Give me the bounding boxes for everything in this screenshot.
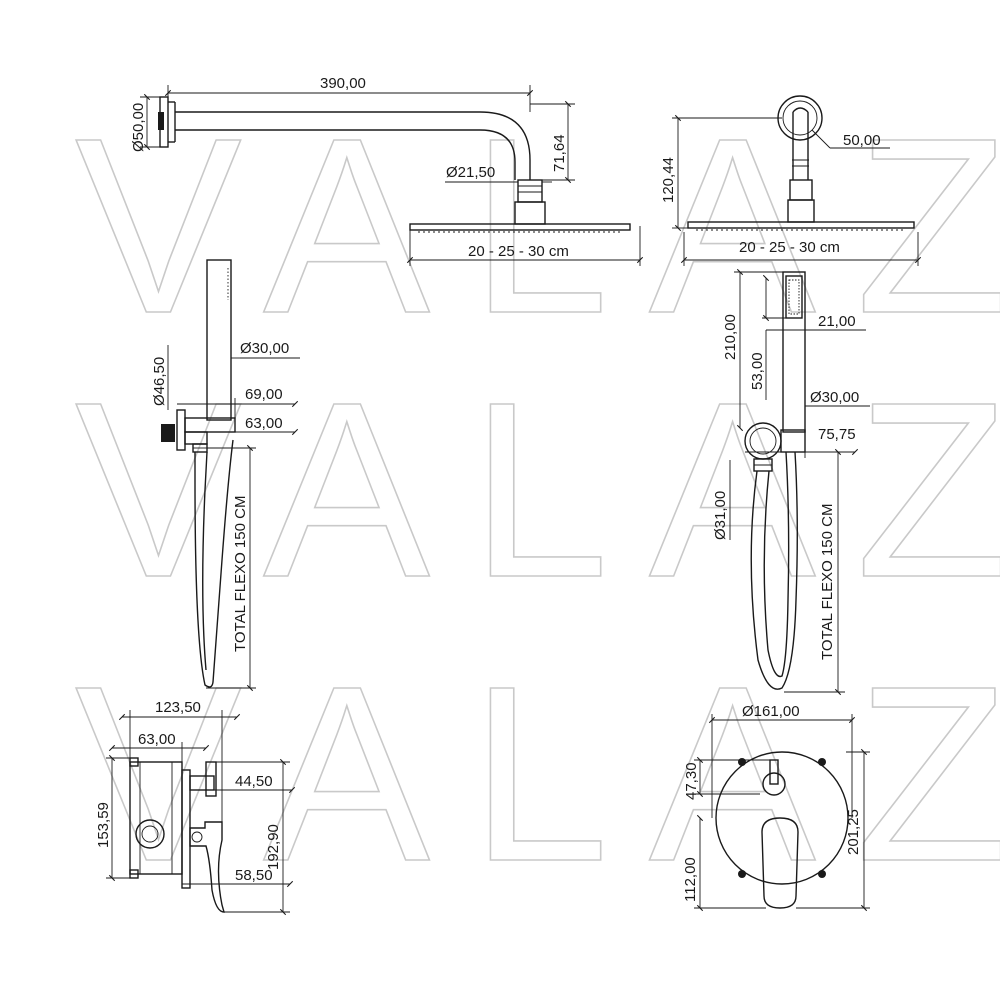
shower-arm — [175, 111, 531, 180]
mixer-lever — [189, 821, 225, 913]
diverter-projection-label: 44,50 — [235, 773, 273, 790]
lever-projection-label: 58,50 — [235, 867, 273, 884]
watermark-row-1: VALAZ — [75, 86, 1000, 365]
mixer-lever-front — [761, 817, 799, 909]
total-depth-label: 123,50 — [155, 699, 201, 716]
hose-length-label-side: TOTAL FLEXO 150 CM — [232, 496, 249, 652]
head-size-label-side: 20 - 25 - 30 cm — [468, 243, 569, 260]
hand-shower-side-view: Ø30,00 Ø46,50 69,00 63,00 TOTAL FLEXO 15… — [151, 259, 300, 692]
hand-shower-handle — [206, 259, 232, 421]
head-size-label-front: 20 - 25 - 30 cm — [739, 239, 840, 256]
plate-diameter-label: Ø161,00 — [742, 703, 800, 720]
bracket-width-label: 75,75 — [818, 426, 856, 443]
flange-diameter-label: Ø50,00 — [130, 103, 147, 152]
handle-diameter-label: Ø30,00 — [240, 340, 289, 357]
valve-side-view: 123,50 63,00 153,59 44,50 192,90 58,50 — [95, 699, 296, 916]
flange-label-front: 50,00 — [843, 132, 881, 149]
projection-2-label: 63,00 — [245, 415, 283, 432]
lower-offset-label: 112,00 — [682, 857, 699, 902]
hose-length-label-front: TOTAL FLEXO 150 CM — [819, 504, 836, 660]
hand-shower-handle-front — [782, 271, 806, 433]
outlet-diameter-label: Ø31,00 — [712, 491, 729, 540]
hand-shower-front-view: 210,00 21,00 53,00 Ø30,00 75,75 Ø31,00 T… — [712, 268, 870, 696]
body-depth-label: 63,00 — [138, 731, 176, 748]
connector-diameter-label: Ø21,50 — [446, 164, 495, 181]
valve-front-view: Ø161,00 47,30 112,00 201,25 — [682, 703, 870, 912]
valve-cover-plate — [715, 751, 849, 885]
shower-head-side-view: 390,00 Ø50,00 71,64 Ø21,50 20 - 25 - 30 … — [130, 75, 644, 266]
nozzle-width-label: 21,00 — [818, 313, 856, 330]
nozzle-height-label: 53,00 — [749, 352, 766, 390]
watermark-row-3: VALAZ — [75, 634, 1000, 913]
valve-height-label: 153,59 — [95, 802, 112, 848]
hose-front — [750, 451, 798, 690]
shower-arm-front — [792, 112, 809, 180]
arm-length-label: 390,00 — [320, 75, 366, 92]
handle-diameter-label-front: Ø30,00 — [810, 389, 859, 406]
bracket-diameter-label: Ø46,50 — [151, 357, 168, 406]
upper-offset-label: 47,30 — [683, 762, 700, 800]
watermark: VALAZ VALAZ VALAZ — [74, 85, 1000, 914]
projection-1-label: 69,00 — [245, 386, 283, 403]
drop-label: 71,64 — [551, 134, 568, 172]
diverter-knob-front — [762, 772, 786, 796]
overall-height-label-front: 201,25 — [845, 809, 862, 855]
height-label-front: 120,44 — [660, 157, 677, 203]
watermark-row-2: VALAZ — [75, 350, 1000, 629]
shower-head-front-view: 50,00 120,44 20 - 25 - 30 cm — [660, 95, 922, 266]
nozzle-face — [785, 275, 803, 319]
hand-height-label: 210,00 — [722, 314, 739, 360]
valve-port — [135, 819, 165, 849]
hose-side — [194, 439, 234, 688]
shower-head-plate-front — [687, 221, 915, 229]
overall-height-label-side: 192,90 — [265, 824, 282, 870]
